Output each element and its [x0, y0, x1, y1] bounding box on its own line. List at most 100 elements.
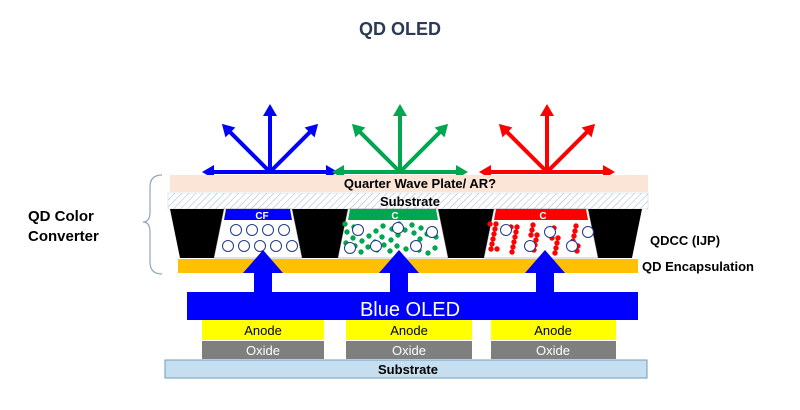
emission-arrowhead-red-2 [540, 104, 554, 116]
black-matrix-2 [292, 209, 348, 258]
quantum-dot-red [491, 231, 497, 237]
quantum-dot-green [380, 223, 386, 229]
quantum-dot-red [573, 223, 579, 229]
quantum-dot-green [350, 235, 356, 241]
scatter-particle-blue [246, 224, 258, 236]
emission-ray-green-3 [356, 128, 402, 174]
quantum-dot-green [388, 237, 394, 243]
emission-arrowhead-green-2 [393, 104, 407, 116]
quantum-dot-red [487, 221, 493, 227]
page-title: QD OLED [358, 19, 441, 39]
quantum-dot-green [411, 230, 417, 236]
scatter-particle-red [582, 226, 594, 238]
color-filter-green [348, 209, 438, 220]
emission-arrowhead-green-3 [351, 123, 366, 138]
blue-oled-layer [187, 292, 638, 320]
scatter-particle-blue [278, 224, 290, 236]
quantum-dot-red [490, 236, 496, 242]
black-matrix-4 [588, 209, 642, 258]
color-filter-red [494, 209, 588, 220]
emission-arrowhead-red-1 [581, 123, 596, 138]
quantum-dot-red [534, 232, 540, 238]
scatter-particle-green [370, 240, 382, 252]
emission-arrow-fan-red [479, 104, 615, 179]
scatter-particle-red [544, 226, 556, 238]
emission-arrowhead-blue-1 [304, 123, 319, 138]
qd-particles [222, 221, 594, 256]
scatter-particle-green [410, 240, 422, 252]
quantum-dot-red [488, 246, 494, 252]
quantum-dot-green [381, 242, 387, 248]
anode-3 [491, 320, 616, 340]
scatter-particle-blue [230, 224, 242, 236]
blue-light-arrow-2 [379, 250, 419, 292]
emission-ray-green-1 [398, 128, 444, 174]
quantum-dot-red [493, 221, 499, 227]
quantum-dot-red [571, 233, 577, 239]
quantum-dot-red [510, 244, 516, 250]
quantum-dot-green [425, 250, 431, 256]
oxide-3 [491, 341, 616, 359]
quantum-dot-green [359, 238, 365, 244]
filter-label-blue: CF [255, 211, 268, 222]
quantum-dot-green [366, 233, 372, 239]
quantum-dot-red [512, 234, 518, 240]
quantum-dot-green [342, 221, 348, 227]
anode-label-3: Anode [534, 323, 572, 338]
emission-ray-red-3 [503, 128, 549, 174]
quantum-dot-red [494, 246, 500, 252]
quantum-dot-red [514, 224, 520, 230]
quantum-dot-red [511, 239, 517, 245]
quantum-dot-green [418, 225, 424, 231]
blue-light-arrow-1 [243, 250, 283, 292]
black-matrix-1 [170, 209, 224, 258]
quantum-dot-green [403, 246, 409, 252]
emission-arrow-fan-green [332, 104, 468, 179]
anode-2 [346, 320, 472, 340]
quantum-dot-green [379, 234, 385, 240]
quantum-dot-green [417, 236, 423, 242]
scatter-particle-green [392, 222, 404, 234]
quantum-dot-red [513, 229, 519, 235]
quantum-dot-red [552, 250, 558, 256]
oxide-1 [202, 341, 324, 359]
oxide-label-1: Oxide [246, 343, 280, 358]
quantum-dot-red [533, 237, 539, 243]
quantum-dot-red [555, 235, 561, 241]
quantum-dot-red [530, 222, 536, 228]
quantum-dot-green [409, 222, 415, 228]
quantum-dot-red [509, 249, 515, 255]
quantum-dot-red [572, 228, 578, 234]
blue-light-arrows [243, 250, 565, 292]
quantum-dot-red [489, 241, 495, 247]
anode-label-2: Anode [390, 323, 428, 338]
scatter-particle-blue [286, 240, 298, 252]
side-label-line2: Converter [28, 228, 99, 245]
quarter-wave-label: Quarter Wave Plate/ AR? [344, 176, 496, 191]
emission-arrowhead-green-1 [434, 123, 449, 138]
quantum-dot-red [554, 240, 560, 246]
qdcc-label: QDCC (IJP) [650, 233, 720, 248]
quantum-dot-red [529, 227, 535, 233]
quarter-wave-plate [170, 175, 648, 192]
blue-light-arrow-3 [525, 250, 565, 292]
anode-label-1: Anode [244, 323, 282, 338]
oxide-label-2: Oxide [392, 343, 426, 358]
quantum-dot-green [344, 229, 350, 235]
oxide-label-3: Oxide [536, 343, 570, 358]
scatter-particle-blue [270, 240, 282, 252]
scatter-particle-green [344, 242, 356, 254]
anode-1 [202, 320, 324, 340]
side-brace [142, 174, 163, 275]
black-matrix-3 [438, 209, 494, 258]
quantum-dot-green [387, 248, 393, 254]
scatter-particle-red [500, 224, 512, 236]
quantum-dot-green [358, 249, 364, 255]
quantum-dot-green [365, 244, 371, 250]
emission-ray-blue-3 [226, 128, 272, 174]
scatter-particle-green [352, 224, 364, 236]
blue-oled-label: Blue OLED [360, 299, 460, 321]
filter-label-red: C [539, 211, 546, 222]
quantum-dot-red [528, 232, 534, 238]
